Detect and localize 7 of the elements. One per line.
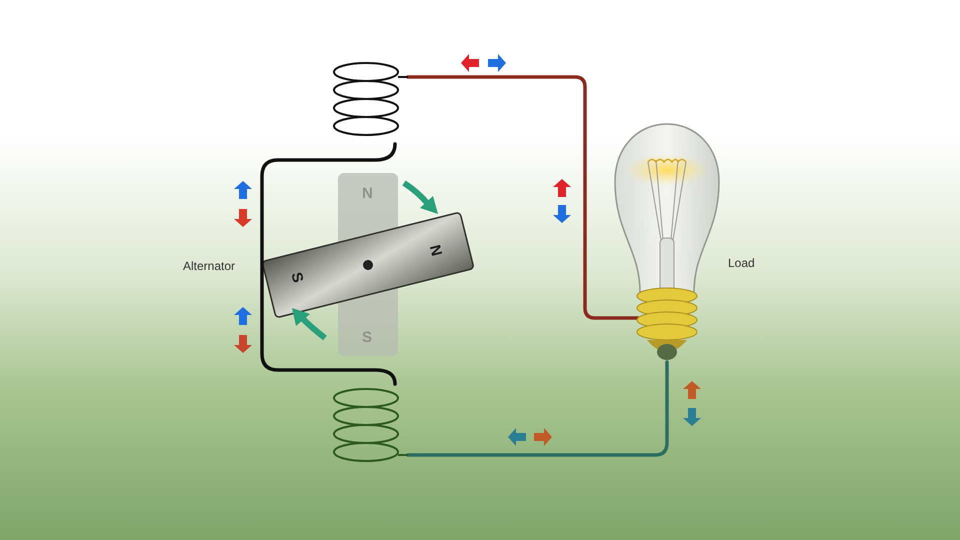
wire [406,360,669,457]
pole-letter: N [362,186,373,201]
pole-letter: N [426,243,444,258]
wire [406,75,640,320]
part-label: Alternator [183,260,236,272]
pole-letter: S [288,270,306,284]
node-caption: Load [728,257,755,269]
